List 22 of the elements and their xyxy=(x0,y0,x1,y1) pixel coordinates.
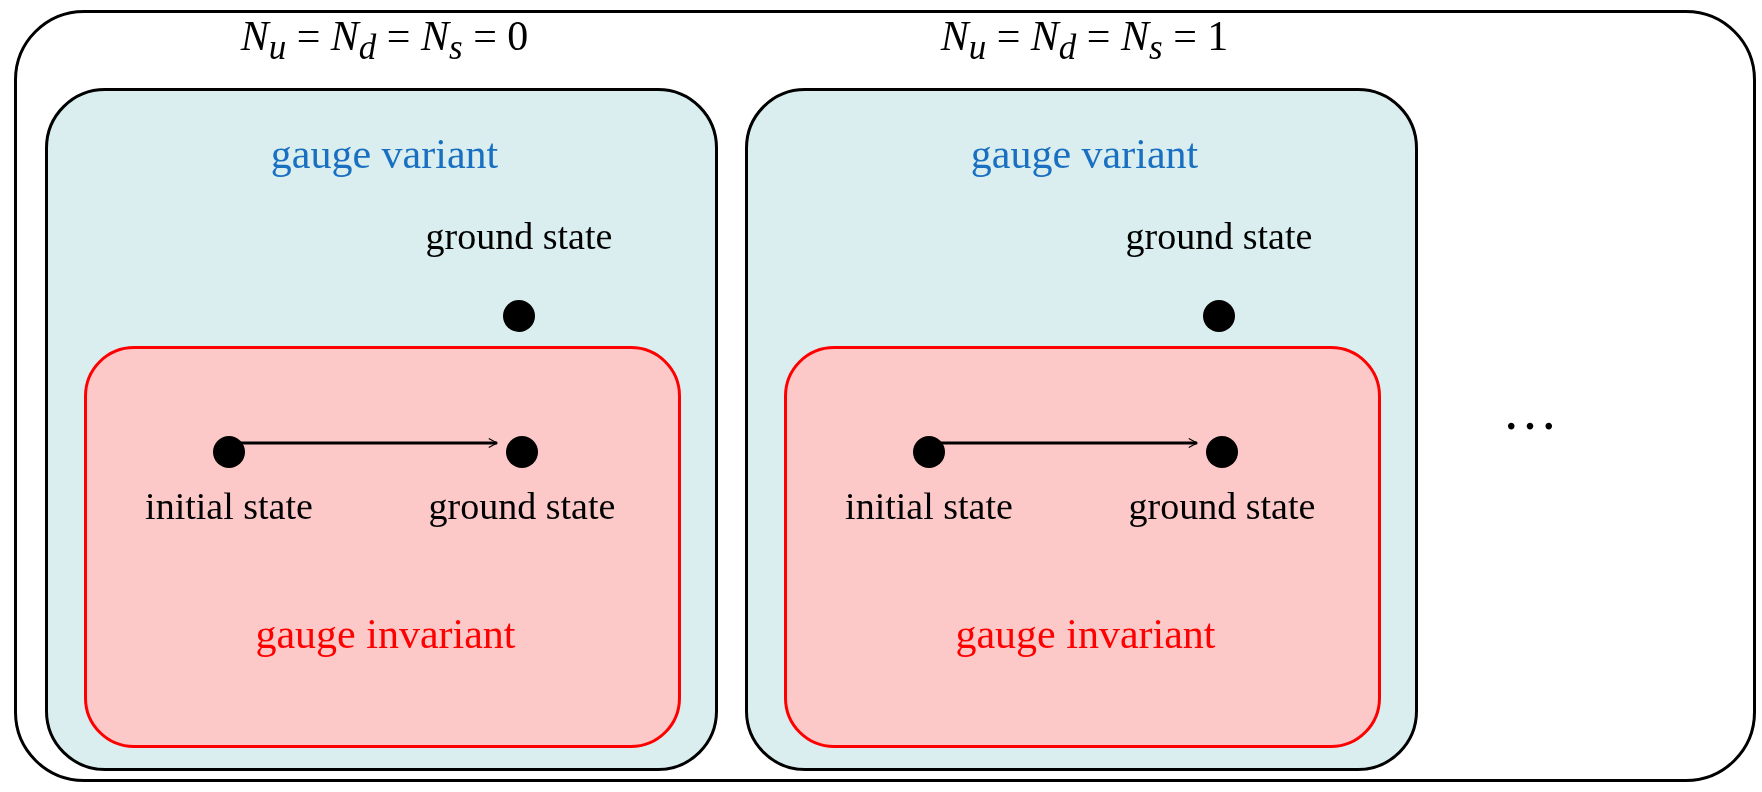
state-label: ground state xyxy=(1127,486,1317,528)
panel-title: gauge invariant xyxy=(254,611,517,658)
state-dot xyxy=(913,436,945,468)
state-label: ground state xyxy=(424,216,614,258)
state-label: initial state xyxy=(144,486,314,528)
outer-frame xyxy=(14,10,1756,782)
panel-title: gauge invariant xyxy=(954,611,1217,658)
state-label: ground state xyxy=(427,486,617,528)
state-dot xyxy=(503,300,535,332)
panel-title: gauge variant xyxy=(969,131,1200,178)
state-dot xyxy=(1206,436,1238,468)
state-dot xyxy=(506,436,538,468)
state-label: ground state xyxy=(1124,216,1314,258)
sector-condition: N$_{u}$ = N$_{d}$ = N$_{s}$ = 1 xyxy=(939,13,1230,68)
gauge-invariant-panel xyxy=(84,346,681,748)
sector-condition: N$_{u}$ = N$_{d}$ = N$_{s}$ = 0 xyxy=(239,13,530,68)
state-dot xyxy=(1203,300,1235,332)
panel-title: gauge variant xyxy=(269,131,500,178)
state-dot xyxy=(213,436,245,468)
continuation-dots: … xyxy=(1501,380,1559,442)
gauge-invariant-panel xyxy=(784,346,1381,748)
state-label: initial state xyxy=(844,486,1014,528)
